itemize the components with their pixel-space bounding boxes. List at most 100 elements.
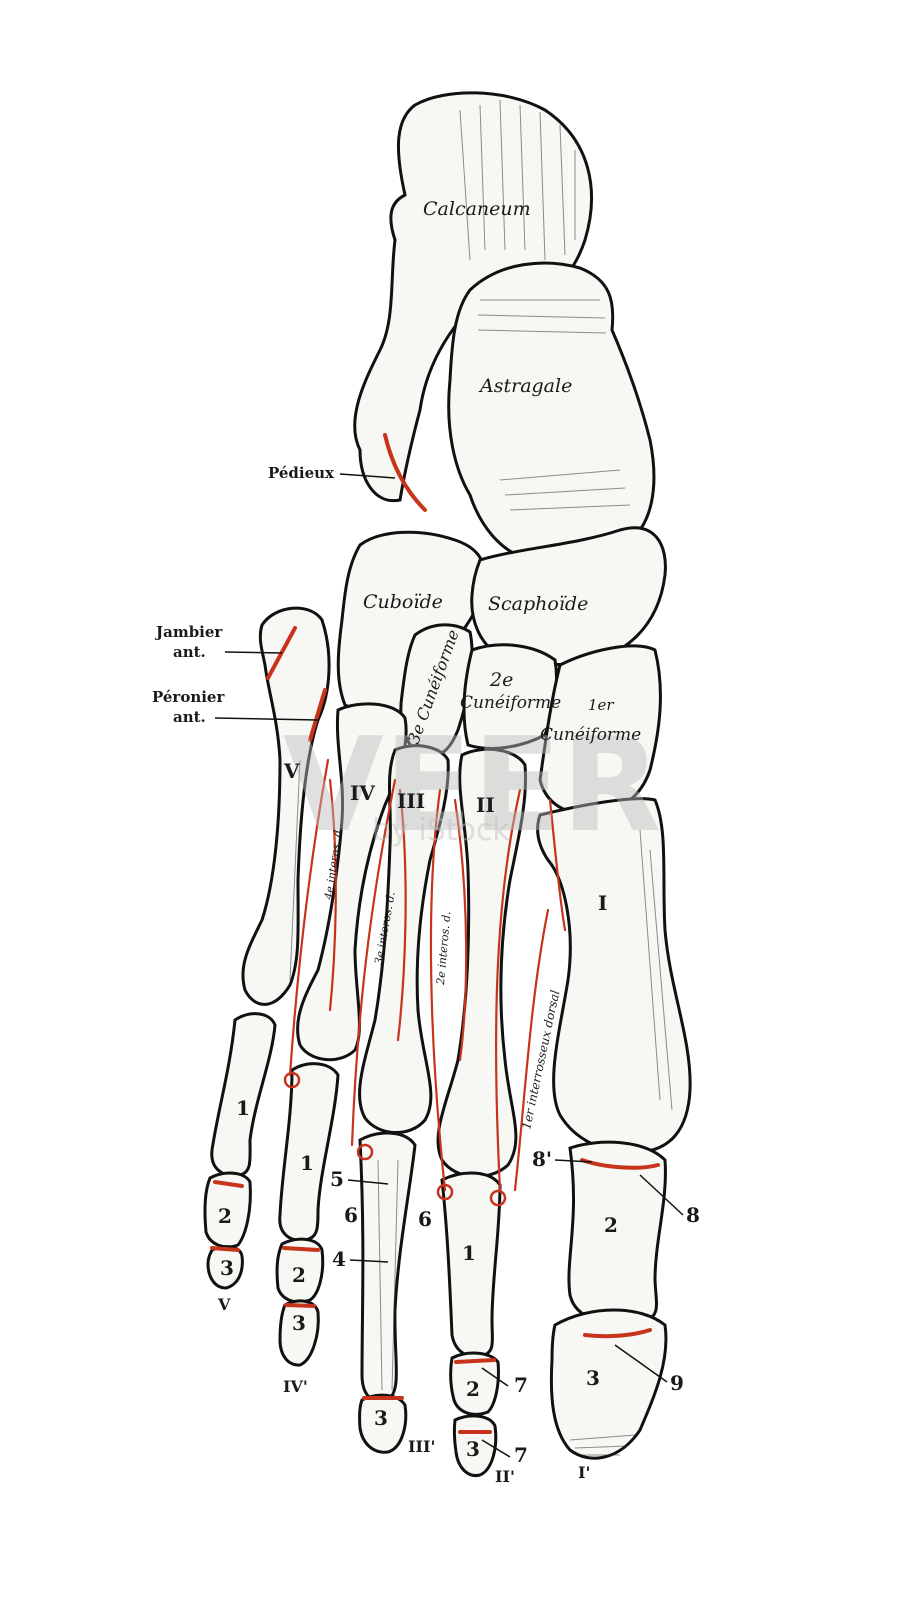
calcaneum-shading	[459, 99, 576, 261]
toe-iii-tendon-b	[391, 1159, 399, 1391]
label-cuneiforme-2: Cunéiforme	[460, 693, 561, 713]
toe-iv-middle	[275, 1237, 325, 1304]
toe-v-phalanx-1: 1	[236, 1096, 250, 1120]
interos-4-line-a	[288, 758, 330, 1077]
interos-4-line-b	[328, 778, 337, 1012]
label-cuboide: Cuboïde	[363, 591, 443, 613]
label-jambier-1: Jambier	[154, 623, 223, 641]
metatarsal-v-bone	[241, 606, 331, 1006]
label-peronier-1: Péronier	[152, 688, 225, 706]
toe-v-proximal	[210, 1012, 277, 1178]
callout-9: 9	[670, 1371, 684, 1395]
toe-iii-phalanx-3: 3	[374, 1406, 388, 1430]
toe-v-insertion-1	[213, 1180, 244, 1188]
label-metatarsal-ii: II	[476, 793, 495, 817]
toe-label-i: I'	[578, 1463, 590, 1482]
leader-8	[639, 1174, 684, 1216]
cuneiforme-2-bone	[462, 643, 559, 750]
toe-i-proximal	[567, 1140, 667, 1326]
toe-v-phalanx-3: 3	[220, 1256, 234, 1280]
toe-iii-proximal	[358, 1131, 417, 1403]
toe-iv-proximal	[278, 1062, 340, 1242]
toe-iv-phalanx-2: 2	[292, 1263, 306, 1287]
insertion-ring-ii-a	[436, 1183, 454, 1201]
watermark-sub: by iStock	[372, 813, 510, 848]
toe-label-v: V	[217, 1295, 231, 1314]
insertion-ring-iv	[283, 1071, 301, 1089]
cuneiforme-3-bone	[399, 623, 474, 758]
callout-5: 5	[330, 1167, 344, 1191]
label-pedieux: Pédieux	[268, 464, 335, 482]
callout-8-prime: 8'	[532, 1147, 552, 1171]
toe-i-insertion-9	[583, 1328, 652, 1339]
leader-peronier	[214, 717, 319, 721]
toe-label-iv: IV'	[283, 1377, 308, 1396]
interos-1-line-c	[513, 908, 550, 1192]
leader-7b	[481, 1439, 511, 1458]
tarsus	[336, 91, 667, 817]
interos-2-line-a	[429, 788, 447, 1192]
toe-ii-phalanx-2: 2	[466, 1377, 480, 1401]
toe-label-iii: III'	[408, 1437, 435, 1456]
toe-iii-tendon-a	[377, 1159, 383, 1391]
label-scaphoide: Scaphoïde	[488, 593, 588, 615]
leader-7a	[481, 1367, 509, 1387]
insertion-ring-ii-b	[489, 1189, 507, 1207]
leader-jambier	[224, 651, 283, 654]
callout-7-upper: 7	[514, 1373, 528, 1397]
label-cuneiforme-1: Cunéiforme	[540, 725, 641, 745]
toe-label-ii: II'	[495, 1467, 515, 1486]
interos-3-line-a	[350, 778, 397, 1147]
muscle-insertions	[210, 433, 660, 1434]
label-peronier-2: ant.	[173, 708, 206, 726]
leader-9	[614, 1344, 668, 1383]
toe-i-phalanx-3: 3	[586, 1366, 600, 1390]
callout-7-lower: 7	[514, 1443, 528, 1467]
label-metatarsal-iv: IV	[350, 781, 375, 805]
pedieux-insertion	[383, 433, 427, 512]
leader-lines	[214, 473, 684, 1458]
metatarsal-shading	[289, 759, 673, 1111]
astragale-bone	[447, 261, 656, 564]
label-jambier-2: ant.	[173, 643, 206, 661]
label-calcaneum: Calcaneum	[423, 198, 531, 220]
leader-4	[349, 1259, 389, 1263]
metatarsal-iii-bone	[358, 744, 450, 1134]
label-cuneiforme-1-num: 1er	[588, 696, 614, 714]
label-metatarsal-iii: III	[397, 789, 425, 813]
toe-iv-phalanx-3: 3	[292, 1311, 306, 1335]
metatarsals	[241, 606, 692, 1178]
phalanges	[203, 1012, 668, 1478]
toe-i-distal	[549, 1308, 668, 1460]
toe-ii-insertion-1	[454, 1358, 496, 1364]
peronier-insertion	[308, 688, 327, 742]
callout-8: 8	[686, 1203, 700, 1227]
label-metatarsal-i: I	[598, 891, 607, 915]
toe-ii-phalanx-1: 1	[462, 1241, 476, 1265]
label-cuneiforme-2-num: 2e	[489, 669, 513, 691]
label-metatarsal-v: V	[283, 759, 300, 783]
label-astragale: Astragale	[478, 375, 572, 397]
callout-6-left: 6	[344, 1203, 358, 1227]
astragale-shading	[477, 299, 631, 511]
leader-pedieux	[339, 473, 396, 479]
toe-v-insertion-2	[210, 1246, 240, 1252]
interos-1-line-a	[494, 788, 522, 1192]
toe-v-phalanx-2: 2	[218, 1204, 232, 1228]
leader-5	[347, 1179, 389, 1185]
toe-v-middle	[203, 1171, 252, 1249]
metatarsal-ii-bone	[436, 747, 528, 1178]
toe-ii-phalanx-3: 3	[466, 1437, 480, 1461]
toe-ii-middle	[449, 1351, 500, 1416]
interos-1-line-b	[548, 798, 567, 932]
watermark-main: VEER	[283, 709, 661, 861]
callout-6-right: 6	[418, 1207, 432, 1231]
toe-i-phalanx-2: 2	[604, 1213, 618, 1237]
toe-i-tip-texture	[569, 1434, 636, 1456]
callout-4: 4	[332, 1247, 346, 1271]
cuneiforme-1-bone	[538, 644, 662, 817]
insertion-ring-iii	[356, 1143, 374, 1161]
interos-3-line-b	[396, 788, 407, 1042]
toe-iv-phalanx-1: 1	[300, 1151, 314, 1175]
